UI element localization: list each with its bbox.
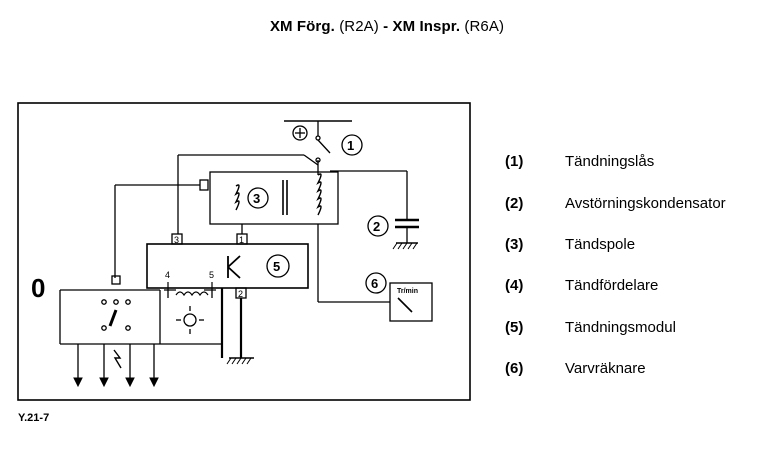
component-2-marker [367, 215, 389, 237]
pin-3-label: 3 [174, 235, 179, 245]
plus-terminal [292, 125, 308, 141]
component-6-marker [365, 272, 387, 294]
pin-4-label: 4 [165, 270, 170, 280]
title-part1: XM Förg. [269, 18, 335, 35]
legend-label-5: Tändningsmodul [565, 319, 676, 336]
legend-label-2: Avstörningskondensator [565, 195, 726, 212]
side-label: 0 [31, 273, 45, 303]
title-sep: - XM Inspr. [383, 18, 461, 35]
pin-1-label: 1 [239, 235, 244, 245]
legend-label-3: Tändspole [565, 236, 636, 253]
tachometer-dial [389, 282, 433, 322]
diagram-frame [17, 102, 471, 401]
legend-num-4: (4) [505, 277, 524, 294]
ignition-switch-blade [317, 139, 331, 154]
pin-2-label: 2 [238, 289, 243, 299]
title-part2: (R2A) [339, 18, 379, 35]
figure-id: Y.21-7 [18, 412, 50, 424]
legend-num-1: (1) [505, 153, 524, 170]
legend-num-6: (6) [505, 360, 524, 377]
legend-num-3: (3) [505, 236, 524, 253]
distributor-rotor [176, 306, 204, 334]
legend-num-5: (5) [505, 319, 524, 336]
marker-3-label: 3 [253, 191, 260, 206]
legend-label-1: Tändningslås [565, 153, 655, 170]
marker-6-label: 6 [371, 276, 378, 291]
component-1-marker [341, 134, 363, 156]
coil-secondary-winding [316, 173, 322, 216]
legend-label-6: Varvräknare [565, 360, 646, 377]
marker-1-label: 1 [347, 138, 354, 153]
marker-5-label: 5 [273, 259, 280, 274]
legend-label-4: Tändfördelare [565, 277, 659, 294]
pin-5-label: 5 [209, 270, 214, 280]
tachometer-scale-label: Tr/min [397, 288, 418, 295]
title-part3: (R6A) [464, 18, 505, 35]
legend-num-2: (2) [505, 195, 524, 212]
component-5-marker [266, 254, 290, 278]
coil-primary-winding [234, 184, 240, 211]
marker-2-label: 2 [373, 219, 380, 234]
ignition-module [146, 243, 309, 289]
diagram-title: XM Förg. (R2A) - XM Inspr. (R6A) [0, 18, 774, 35]
component-3-marker [247, 187, 269, 209]
